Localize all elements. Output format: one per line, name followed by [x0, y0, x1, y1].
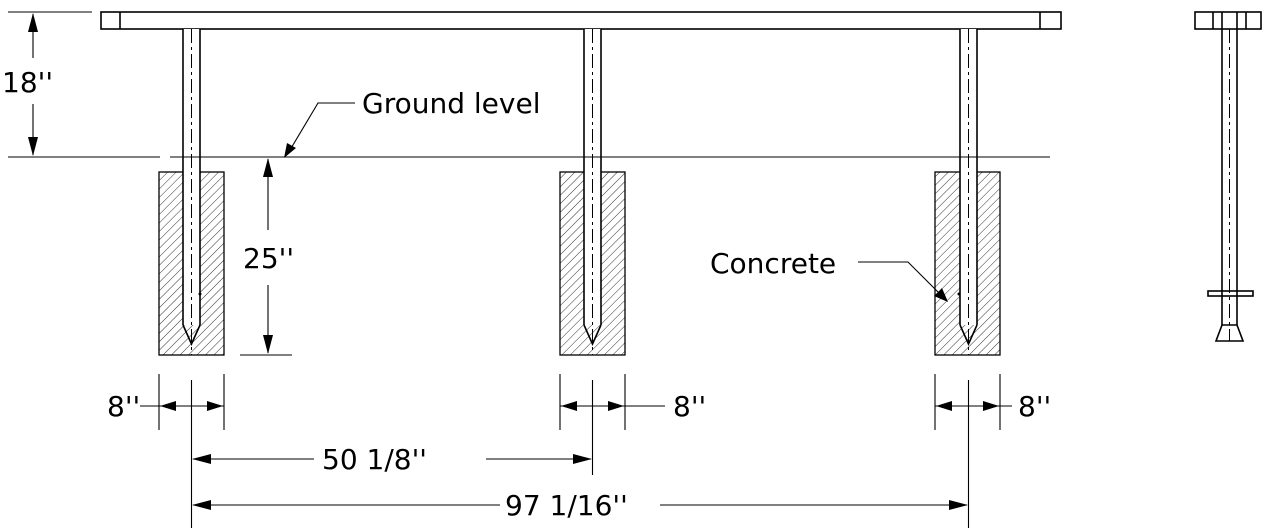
- ground-level-leader: [284, 102, 355, 158]
- width-dimension-middle-label: 8'': [673, 390, 706, 423]
- width-dimension-left: [140, 374, 225, 430]
- top-rail: [100, 11, 1062, 30]
- concrete-label: Concrete: [710, 247, 836, 280]
- depth-dimension-label: 25'': [243, 242, 294, 275]
- height-dimension-label: 18'': [2, 66, 53, 99]
- post-right: [957, 29, 978, 355]
- post-spacing-label: 50 1/8'': [322, 443, 427, 476]
- side-view-post: [1194, 11, 1262, 342]
- width-dimension-right: [934, 374, 1012, 430]
- post-middle: [583, 29, 602, 355]
- height-dimension: [8, 11, 160, 158]
- width-dimension-right-label: 8'': [1018, 390, 1051, 423]
- overall-spacing-dimension: [192, 380, 970, 528]
- concrete-leader: [858, 261, 948, 302]
- width-dimension-middle: [559, 374, 665, 430]
- post-left: [182, 29, 202, 355]
- depth-dimension: [240, 158, 292, 356]
- overall-spacing-label: 97 1/16'': [505, 489, 628, 522]
- post-spacing-dimension: [190, 380, 594, 528]
- ground-level-label: Ground level: [362, 87, 540, 120]
- width-dimension-left-label: 8'': [107, 390, 140, 423]
